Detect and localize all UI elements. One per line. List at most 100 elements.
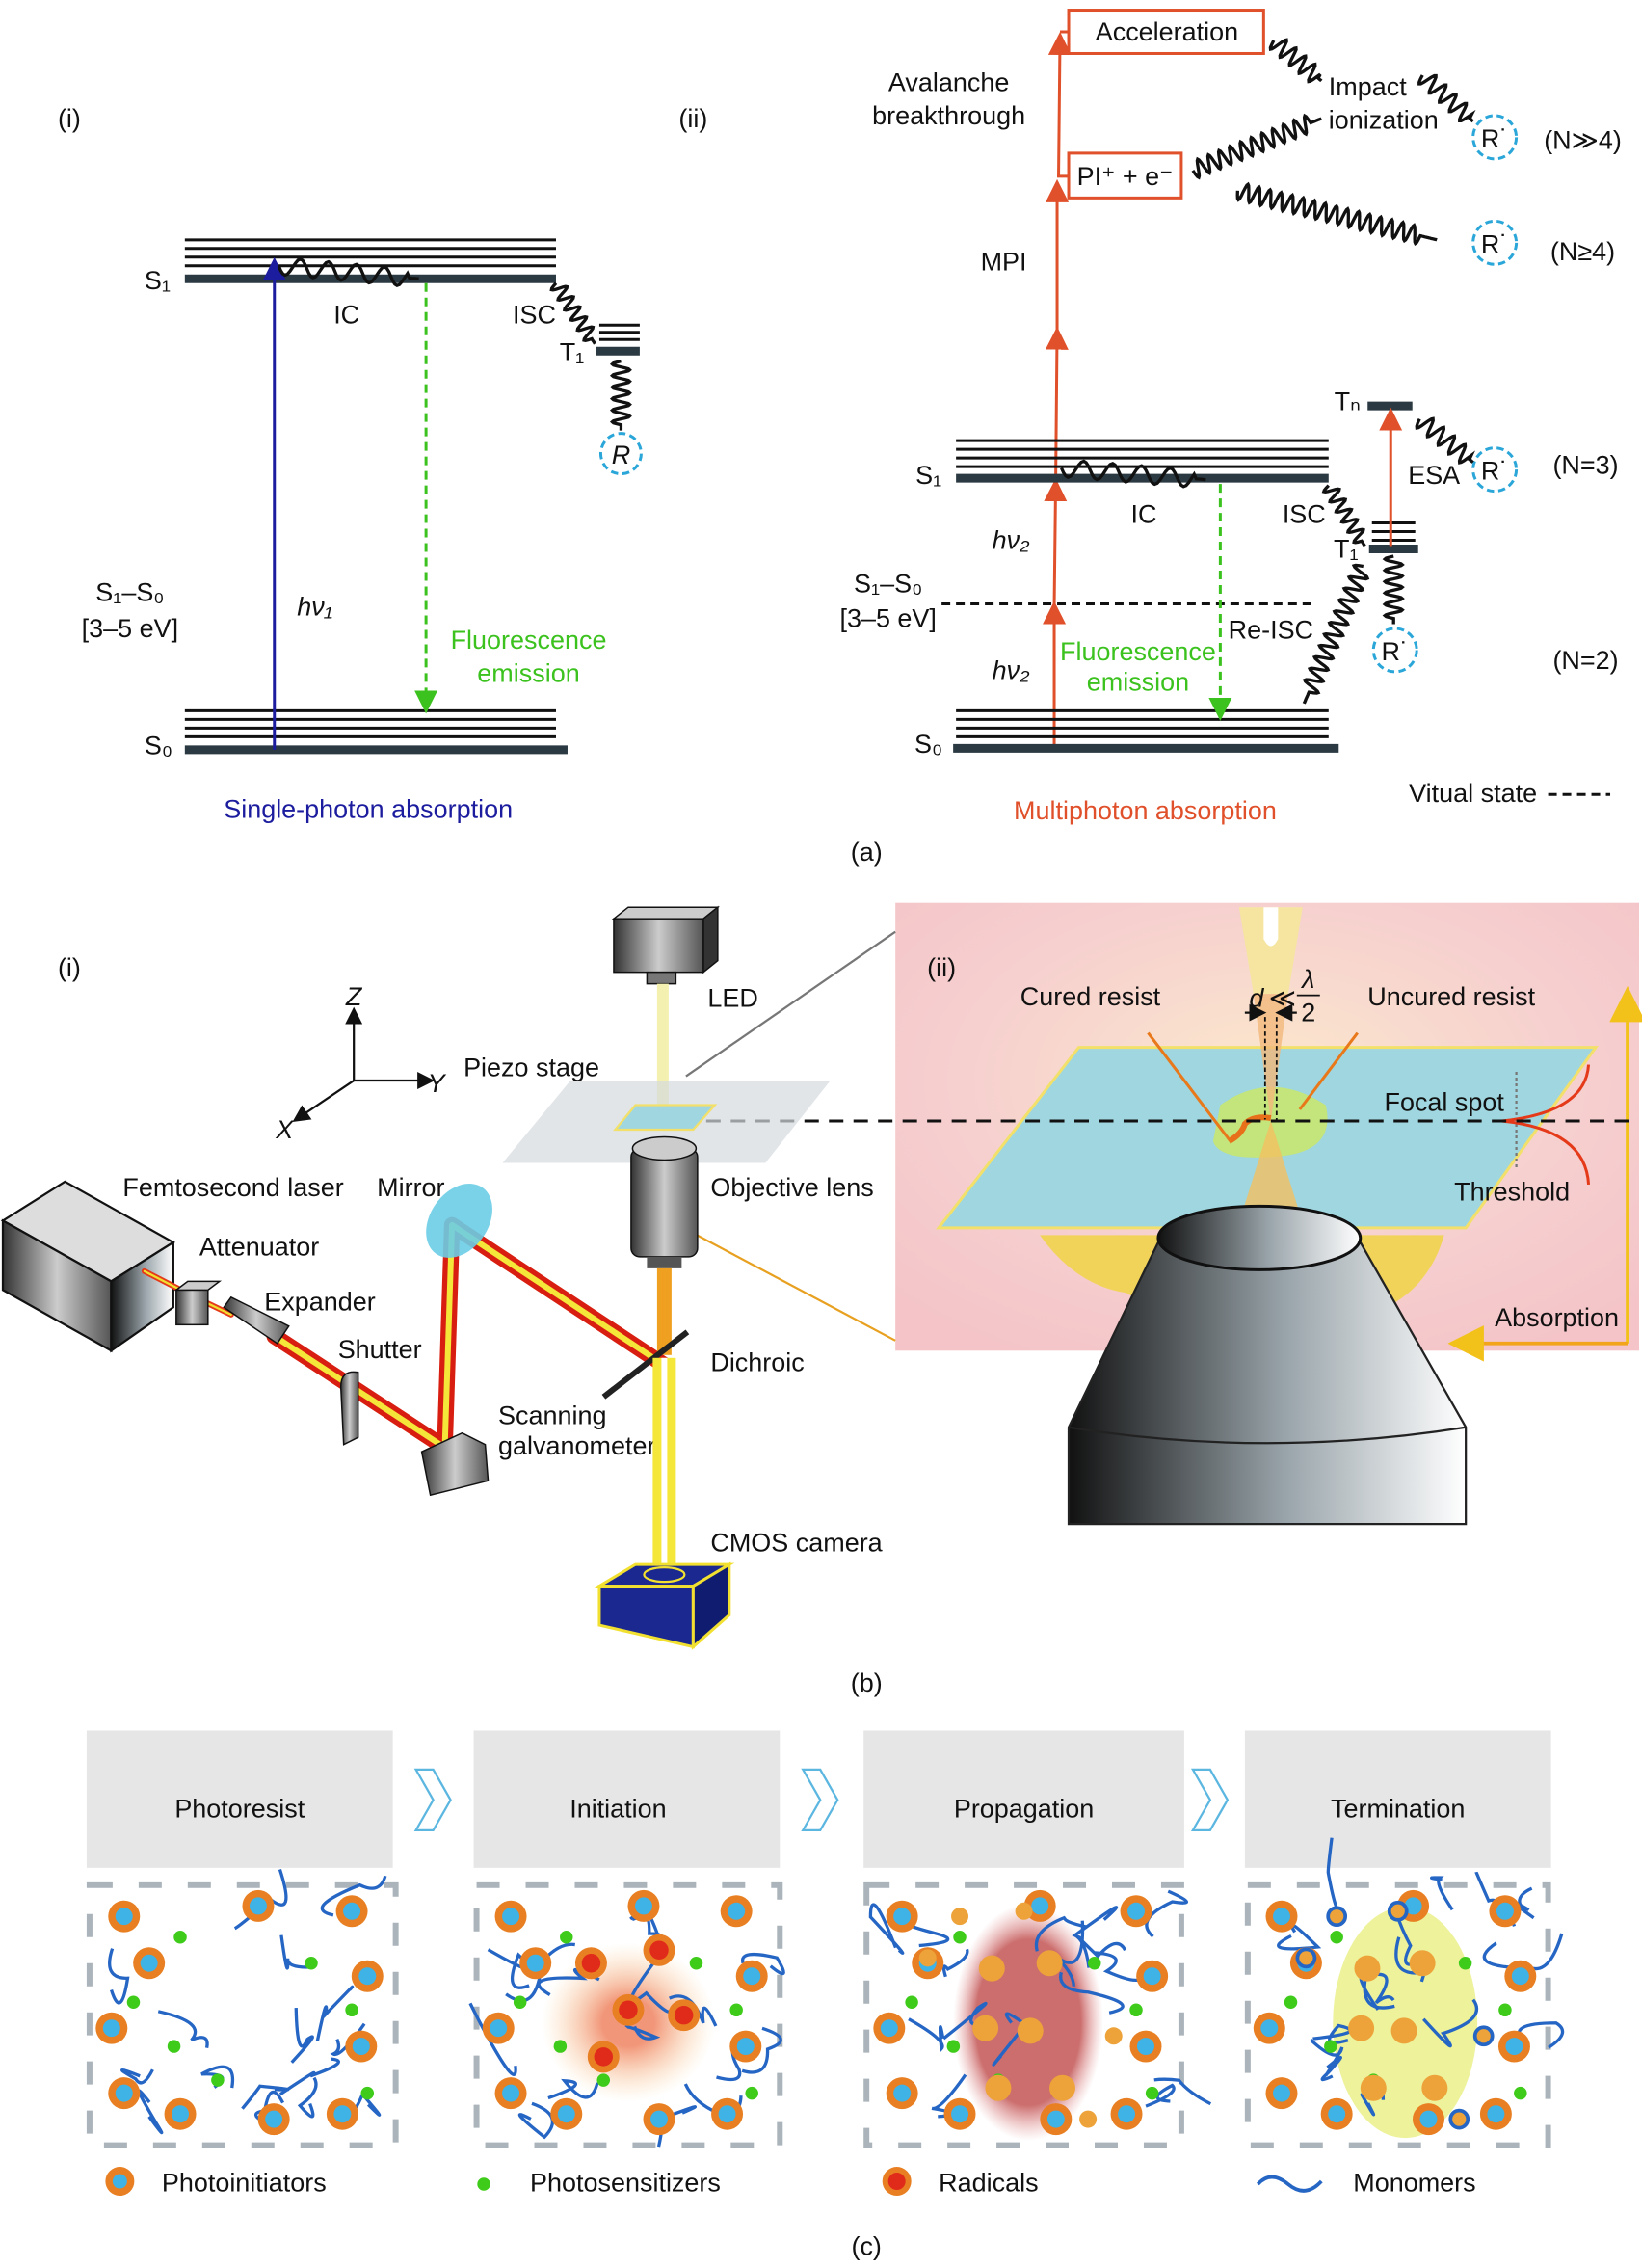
acceleration-label: Acceleration: [1096, 17, 1238, 46]
photoinitiator: [345, 2030, 378, 2063]
photosensitizer: [1129, 2003, 1143, 2017]
tn-label: Tₙ: [1335, 387, 1361, 416]
photoinitiator: [1497, 2030, 1530, 2063]
chain-end: [1448, 2108, 1470, 2130]
s0-levels: [184, 708, 568, 755]
step-initiation: Initiation: [473, 1730, 781, 1868]
monomer: [120, 2068, 154, 2085]
re-isc-label: Re-ISC: [1229, 615, 1313, 644]
photoinitiator: [108, 1900, 141, 1933]
s1-label: S₁: [145, 266, 171, 295]
step-label: Initiation: [569, 1794, 666, 1823]
photosensitizer: [173, 1931, 187, 1944]
cured-resist-line: [1227, 1114, 1272, 1144]
ic-label: IC: [1130, 500, 1156, 529]
objective-lens-icon: [630, 1135, 699, 1268]
t1-radical-wave: [1382, 554, 1405, 625]
focal-spot-blob: [1212, 1086, 1328, 1158]
gap-label: [3–5 eV]: [82, 614, 178, 643]
radical-label: R: [612, 440, 630, 469]
piezo-stage-label: Piezo stage: [463, 1054, 599, 1082]
objective-lens-label: Objective lens: [710, 1173, 873, 1202]
mpi-arrow: [1043, 30, 1072, 749]
monomer: [741, 1952, 785, 1976]
monomer: [1095, 1951, 1139, 1983]
photoinitiator: [519, 1947, 552, 1980]
ic-wave: [1060, 459, 1206, 489]
chain-end: [918, 1949, 937, 1967]
photoinitiator: [133, 1947, 166, 1980]
radical-label: R˙: [1381, 637, 1408, 666]
impact-wave: [1417, 73, 1476, 123]
led-label: LED: [707, 984, 757, 1013]
monomer: [1072, 1906, 1119, 1968]
monomer: [487, 1948, 531, 1989]
growing-chain-node: [1360, 2074, 1387, 2101]
photosensitizer: [596, 2073, 611, 2087]
molecule-box: [468, 1881, 785, 2148]
avalanche-label: breakthrough: [872, 101, 1025, 130]
panel-label: (i): [58, 104, 81, 133]
gap-label: S₁–S₀: [854, 569, 922, 598]
fluorescence-label: emission: [477, 658, 579, 687]
camera-beam: [652, 1357, 676, 1575]
molecule-box: [1244, 1837, 1565, 2148]
impact-label: ionization: [1329, 105, 1439, 134]
esa-label: ESA: [1408, 461, 1460, 490]
monomer: [157, 2010, 209, 2049]
figure-label-b: (b): [851, 1668, 883, 1697]
monomer: [297, 2076, 318, 2119]
step-label: Propagation: [954, 1794, 1094, 1823]
objective-lens-closeup: [1067, 1204, 1468, 1526]
monomer: [1374, 1972, 1395, 2005]
monomer: [108, 1948, 130, 2005]
cured-resist-label: Cured resist: [1020, 982, 1161, 1011]
radical-label: R˙: [1481, 457, 1508, 486]
acceleration-wave: [1268, 38, 1323, 84]
mpi-radical-wave: [1235, 181, 1438, 247]
shutter-icon: [339, 1371, 359, 1446]
radical: [668, 1999, 701, 2032]
monomer: [290, 2008, 314, 2064]
radical-n-eq-3: R˙: [1471, 446, 1519, 494]
zoom-guide-line: [685, 930, 896, 1078]
molecule-box: [863, 1881, 1212, 2148]
growing-chain-node: [1036, 1950, 1063, 1977]
photosensitizer: [745, 2086, 758, 2100]
growing-chain-node: [1348, 2015, 1375, 2041]
expander-label: Expander: [264, 1287, 375, 1316]
legend-label: Monomers: [1353, 2169, 1475, 2198]
resolution-formula: d ≪ λ 2: [1249, 965, 1320, 1027]
figure-label-a: (a): [851, 838, 883, 867]
photoinitiator: [326, 2097, 358, 2130]
growing-chain-node: [1421, 2074, 1448, 2101]
photoinitiator: [1504, 1960, 1537, 1992]
cured-resist-pointer: [1147, 1031, 1232, 1142]
axis-z-label: Z: [345, 982, 363, 1011]
growing-chain-node: [1354, 1955, 1381, 1982]
mirror-label: Mirror: [377, 1173, 444, 1202]
photoinitiator: [1413, 2103, 1444, 2136]
photoinitiator: [943, 2097, 976, 2130]
panel-label: (i): [58, 953, 81, 982]
axis-y-label: Y: [428, 1069, 447, 1098]
axis-x-label: X: [275, 1115, 294, 1144]
led-icon: [611, 905, 720, 985]
fluorescence-label: Fluorescence: [451, 626, 607, 654]
attenuator-label: Attenuator: [199, 1232, 319, 1261]
step-label: Termination: [1331, 1794, 1465, 1823]
photosensitizer: [689, 1956, 703, 1970]
pi-box: [1067, 151, 1183, 200]
photoinitiator: [720, 1895, 753, 1928]
growing-chain-node: [1049, 2074, 1075, 2101]
photoinitiator: [1479, 2097, 1512, 2130]
photoinitiator: [550, 2097, 583, 2130]
photosensitizer: [953, 1931, 967, 1944]
photoinitiator: [886, 1900, 918, 1933]
order-label: (N=3): [1552, 451, 1618, 480]
monomer: [1310, 2039, 1344, 2077]
s0-label: S₀: [145, 731, 172, 760]
photosensitizer: [553, 2040, 568, 2053]
radical-n-ge-4: R˙: [1471, 219, 1519, 266]
